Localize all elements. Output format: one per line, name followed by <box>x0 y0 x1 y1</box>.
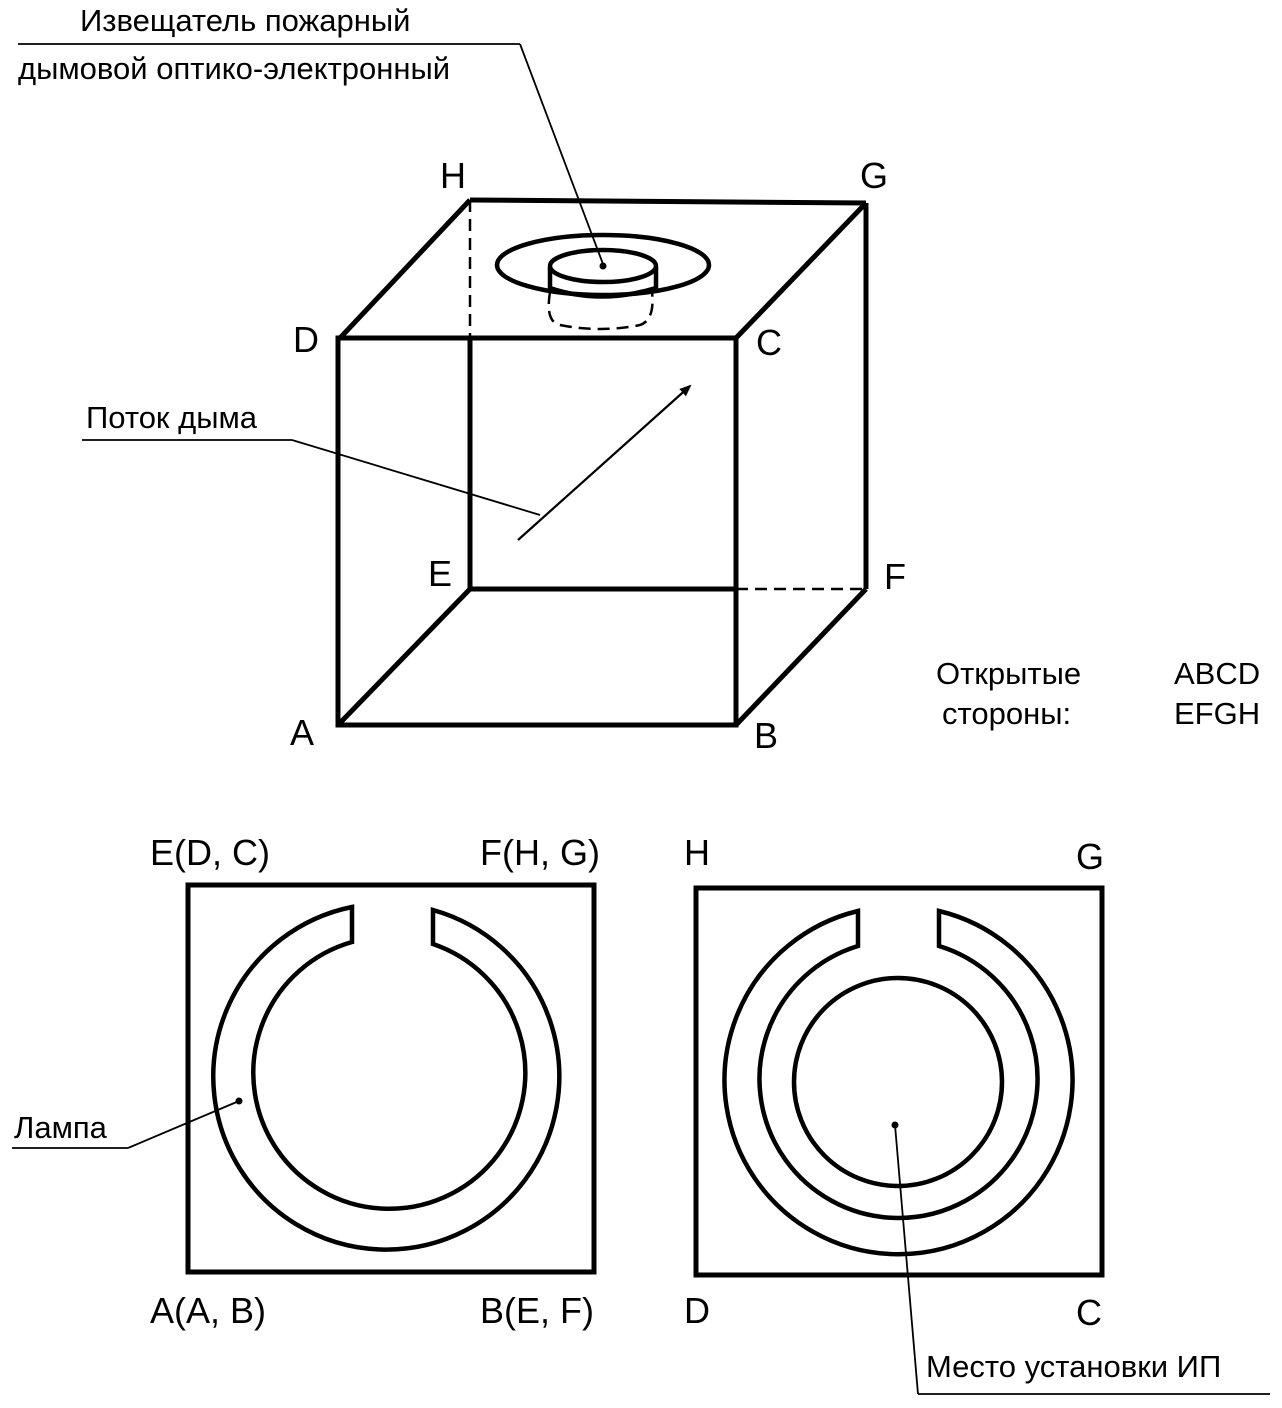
detector-lower-dashed <box>547 291 654 331</box>
vertex-label-e: E <box>428 553 452 594</box>
detector-cylinder-top <box>547 247 659 285</box>
smoke-flow-label: Поток дыма <box>86 400 258 435</box>
cube <box>335 197 869 728</box>
vertex-label-d: D <box>293 319 319 360</box>
open-sides-value-line2: EFGH <box>1174 696 1260 731</box>
left-view-corner-bottom-right: B(E, F) <box>480 1290 594 1331</box>
cube-edge-bf <box>734 587 868 727</box>
right-view-corner-top-left: H <box>684 832 710 873</box>
mount-view <box>693 885 1105 1278</box>
open-sides-value-line1: ABCD <box>1174 656 1260 691</box>
lamp-view-frame <box>185 882 597 1275</box>
open-sides-legend: Открытые стороны: ABCD EFGH <box>936 656 1260 731</box>
smoke-detector <box>494 232 712 331</box>
vertex-label-g: G <box>860 155 888 196</box>
open-sides-label-line2: стороны: <box>942 696 1071 731</box>
left-view-corner-bottom-left: A(A, B) <box>150 1290 266 1331</box>
vertex-label-f: F <box>884 556 906 597</box>
cube-edge-cg <box>734 201 868 340</box>
detector-center-dot <box>599 262 607 270</box>
open-sides-label-line1: Открытые <box>936 656 1081 691</box>
cube-edge-dh <box>338 198 472 340</box>
lamp-view <box>185 882 597 1275</box>
detector-leader-line <box>519 43 604 265</box>
right-view-corner-bottom-left: D <box>684 1290 710 1331</box>
lamp-label: Лампа <box>14 1110 108 1145</box>
left-view-corner-top-right: F(H, G) <box>480 832 600 873</box>
mount-view-frame <box>693 885 1105 1278</box>
vertex-label-c: C <box>756 322 782 363</box>
vertex-label-a: A <box>290 712 314 753</box>
vertex-label-b: B <box>754 715 778 756</box>
mount-leader-line <box>894 1124 919 1395</box>
smoke-flow-leader-line <box>291 439 541 516</box>
lamp-leader-line <box>127 1100 240 1149</box>
detector-label-line1: Извещатель пожарный <box>80 3 410 38</box>
lamp-ring <box>211 904 562 1252</box>
mount-outer-ring <box>722 908 1075 1257</box>
detector-cylinder-side <box>547 267 659 299</box>
mount-label: Место установки ИП <box>926 1349 1221 1384</box>
left-view-corner-top-left: E(D, C) <box>150 832 270 873</box>
smoke-flow-arrow <box>517 384 692 541</box>
cube-edge-ae <box>336 587 472 727</box>
vertex-label-h: H <box>440 155 466 196</box>
right-view-corner-bottom-right: C <box>1076 1292 1102 1333</box>
mount-inner-circle <box>791 975 1005 1189</box>
right-view-corner-top-right: G <box>1076 836 1104 877</box>
cube-front-face <box>335 335 739 728</box>
cube-edge-hg <box>469 197 867 206</box>
detector-label-line2: дымовой оптико-электронный <box>18 51 450 86</box>
